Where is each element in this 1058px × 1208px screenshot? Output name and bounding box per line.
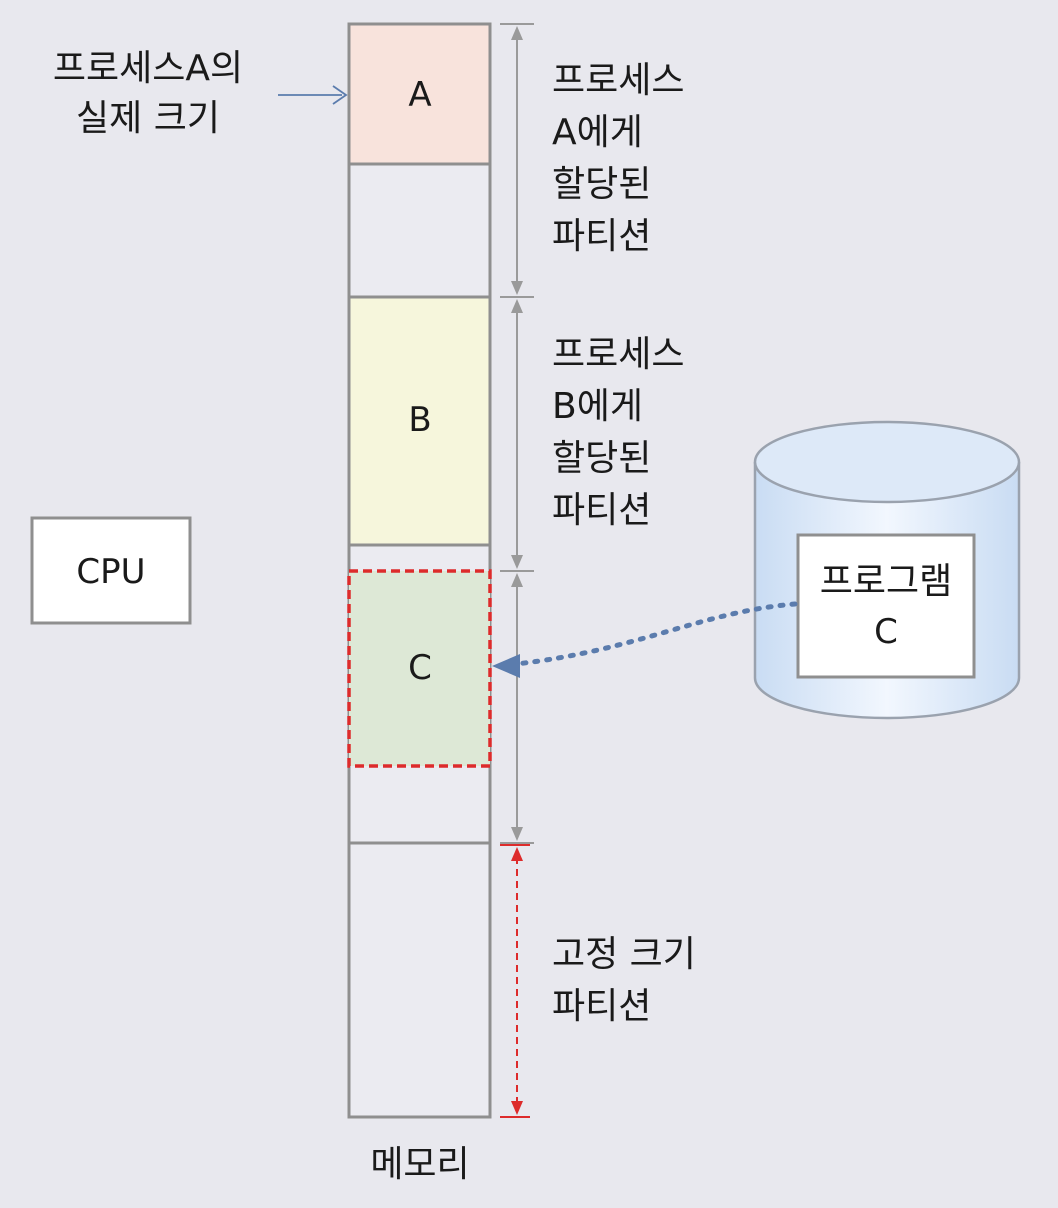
block-c-label: C bbox=[408, 648, 432, 688]
load-arrow-line bbox=[513, 601, 798, 667]
partition-a-label-line2: A에게 bbox=[552, 112, 643, 153]
partition-a-label-line3: 할당된 bbox=[552, 164, 651, 205]
block-c bbox=[347, 569, 492, 768]
partition-a-bracket bbox=[500, 23, 534, 298]
partition-b-label-line2: B에게 bbox=[552, 386, 643, 427]
partition-a-label: 프로세스 A에게 할당된 파티션 bbox=[552, 60, 684, 257]
load-arrowhead bbox=[492, 654, 520, 678]
load-arrow bbox=[492, 601, 798, 678]
block-a-label: A bbox=[408, 75, 431, 115]
fixed-partition-bracket bbox=[500, 844, 530, 1118]
process-a-size-annotation: 프로세스A의 실제 크기 bbox=[53, 48, 348, 139]
block-b-label: B bbox=[408, 400, 431, 440]
fixed-partition-label-line2: 파티션 bbox=[552, 986, 651, 1027]
partition-b-label: 프로세스 B에게 할당된 파티션 bbox=[552, 334, 684, 531]
cpu-box: CPU bbox=[30, 516, 192, 625]
partition-b-label-line4: 파티션 bbox=[552, 490, 651, 531]
partition-c-bracket bbox=[500, 573, 534, 844]
cpu-label: CPU bbox=[76, 552, 145, 592]
partition-a-label-line1: 프로세스 bbox=[552, 60, 684, 101]
block-a bbox=[347, 22, 492, 166]
process-a-size-line2: 실제 크기 bbox=[76, 98, 220, 139]
process-a-size-arrowhead bbox=[332, 85, 348, 105]
partition-a-label-line4: 파티션 bbox=[552, 216, 651, 257]
partition-b-bracket bbox=[500, 299, 534, 572]
partition-b-label-line3: 할당된 bbox=[552, 438, 651, 479]
memory-column: A B C 메모리 bbox=[347, 22, 492, 1185]
cpu-box-outline bbox=[30, 516, 192, 625]
memory-label: 메모리 bbox=[370, 1144, 469, 1185]
disk-top bbox=[753, 420, 1021, 504]
program-c-label-line1: 프로그램 bbox=[820, 561, 952, 602]
partition-b-label-line1: 프로세스 bbox=[552, 334, 684, 375]
process-a-size-line1: 프로세스A의 bbox=[53, 48, 243, 89]
disk-cylinder: 프로그램 C bbox=[753, 420, 1021, 720]
program-c-box bbox=[796, 533, 976, 679]
fixed-partition-label: 고정 크기 파티션 bbox=[552, 934, 696, 1027]
fixed-partition-label-line1: 고정 크기 bbox=[552, 934, 696, 975]
program-c-label-line2: C bbox=[874, 612, 898, 652]
